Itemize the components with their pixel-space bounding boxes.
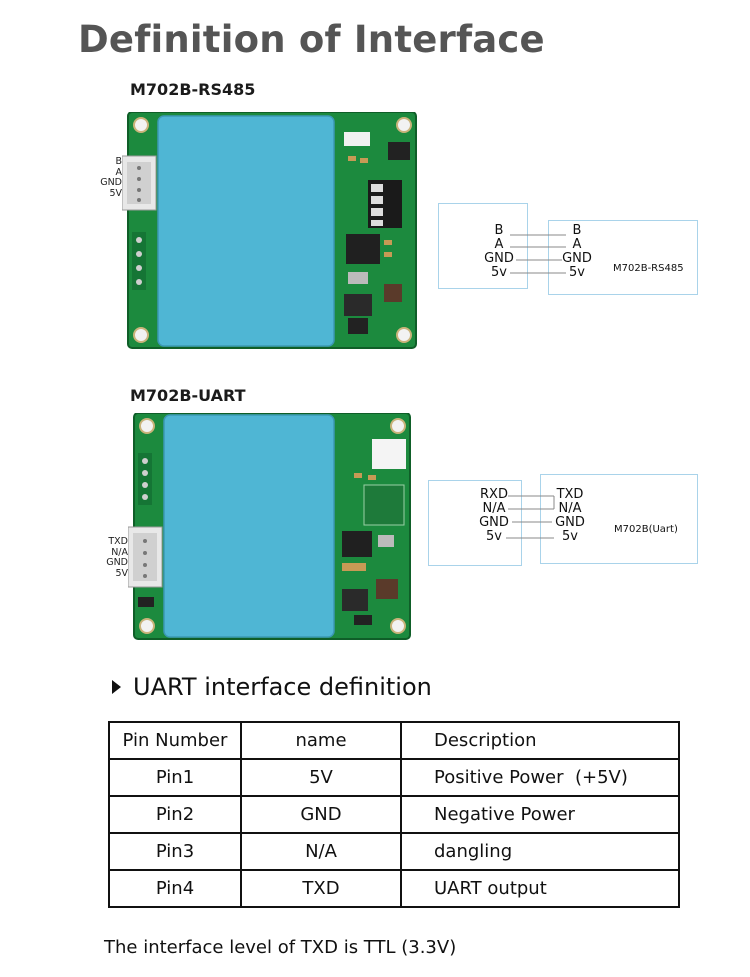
pin-label: N/A [111, 546, 128, 558]
rs485-board-image [122, 112, 417, 349]
page-title: Definition of Interface [78, 18, 545, 61]
connection-lines [510, 234, 566, 274]
diagram-module-name: M702B(Uart) [614, 524, 678, 535]
table-cell: dangling [400, 832, 680, 871]
signal-label: A [572, 237, 582, 252]
signal-label: N/A [558, 501, 582, 516]
table-row: Pin1 5V Positive Power (+5V) [108, 758, 680, 797]
pin-definition-table: Pin Number name Description Pin1 5V Posi… [108, 721, 680, 908]
table-row: Pin3 N/A dangling [108, 832, 680, 871]
pin-label: TXD [108, 536, 128, 547]
signal-label: N/A [482, 501, 506, 516]
pin-label: GND [106, 557, 128, 568]
triangle-bullet-icon [112, 680, 121, 694]
signal-label: 5v [491, 265, 507, 280]
table-cell: TXD [240, 869, 402, 908]
signal-label: RXD [480, 487, 508, 502]
table-cell: Pin3 [108, 832, 242, 871]
signal-label: GND [562, 251, 592, 266]
footnote: The interface level of TXD is TTL (3.3V) [104, 937, 457, 958]
connection-lines [506, 495, 555, 539]
table-header-cell: name [240, 721, 402, 760]
host-box [428, 480, 522, 566]
diagram-right-signals: TXD N/A GND 5v [548, 488, 592, 544]
rs485-wiring-diagram: B A GND 5v B A GND 5v M702B-RS485 [438, 203, 700, 295]
pin-label: GND [100, 177, 122, 188]
signal-label: A [494, 237, 504, 252]
diagram-left-signals: B A GND 5v [478, 224, 520, 280]
diagram-module-name: M702B-RS485 [613, 263, 684, 274]
module-box [548, 220, 698, 295]
signal-label: B [572, 223, 582, 238]
rs485-model-label: M702B-RS485 [130, 80, 256, 99]
signal-label: GND [484, 251, 514, 266]
pin-label: 5V [109, 187, 122, 199]
table-cell: N/A [240, 832, 402, 871]
host-box [438, 203, 528, 289]
uart-board-image [128, 413, 411, 640]
pin-label: B [115, 156, 122, 167]
table-cell: Positive Power (+5V) [400, 758, 680, 797]
module-box [540, 474, 698, 564]
table-cell: Pin4 [108, 869, 242, 908]
signal-label: B [494, 223, 504, 238]
uart-wiring-diagram: RXD N/A GND 5v TXD N/A GND 5v M702B(Uart… [428, 474, 700, 566]
signal-label: 5v [562, 529, 578, 544]
table-row: Pin4 TXD UART output [108, 869, 680, 908]
pin-label: 5V [115, 567, 128, 579]
signal-label: GND [555, 515, 585, 530]
table-row: Pin2 GND Negative Power [108, 795, 680, 834]
rs485-connector-pin-labels: B A GND 5V [88, 156, 123, 199]
uart-model-label: M702B-UART [130, 386, 246, 405]
pin-label: A [115, 166, 123, 178]
table-cell: Pin2 [108, 795, 242, 834]
signal-label: GND [479, 515, 509, 530]
table-cell: UART output [400, 869, 680, 908]
table-cell: Negative Power [400, 795, 680, 834]
table-cell: GND [240, 795, 402, 834]
table-cell: 5V [240, 758, 402, 797]
table-cell: Pin1 [108, 758, 242, 797]
signal-label: TXD [556, 487, 584, 502]
signal-label: 5v [486, 529, 502, 544]
table-header-row: Pin Number name Description [108, 721, 680, 760]
diagram-left-signals: RXD N/A GND 5v [472, 488, 516, 544]
table-header-cell: Description [400, 721, 680, 760]
signal-label: 5v [569, 265, 585, 280]
diagram-right-signals: B A GND 5v [556, 224, 598, 280]
section-heading: UART interface definition [112, 673, 432, 701]
uart-connector-pin-labels: TXD N/A GND 5V [88, 536, 128, 579]
section-heading-text: UART interface definition [133, 673, 432, 701]
table-header-cell: Pin Number [108, 721, 242, 760]
